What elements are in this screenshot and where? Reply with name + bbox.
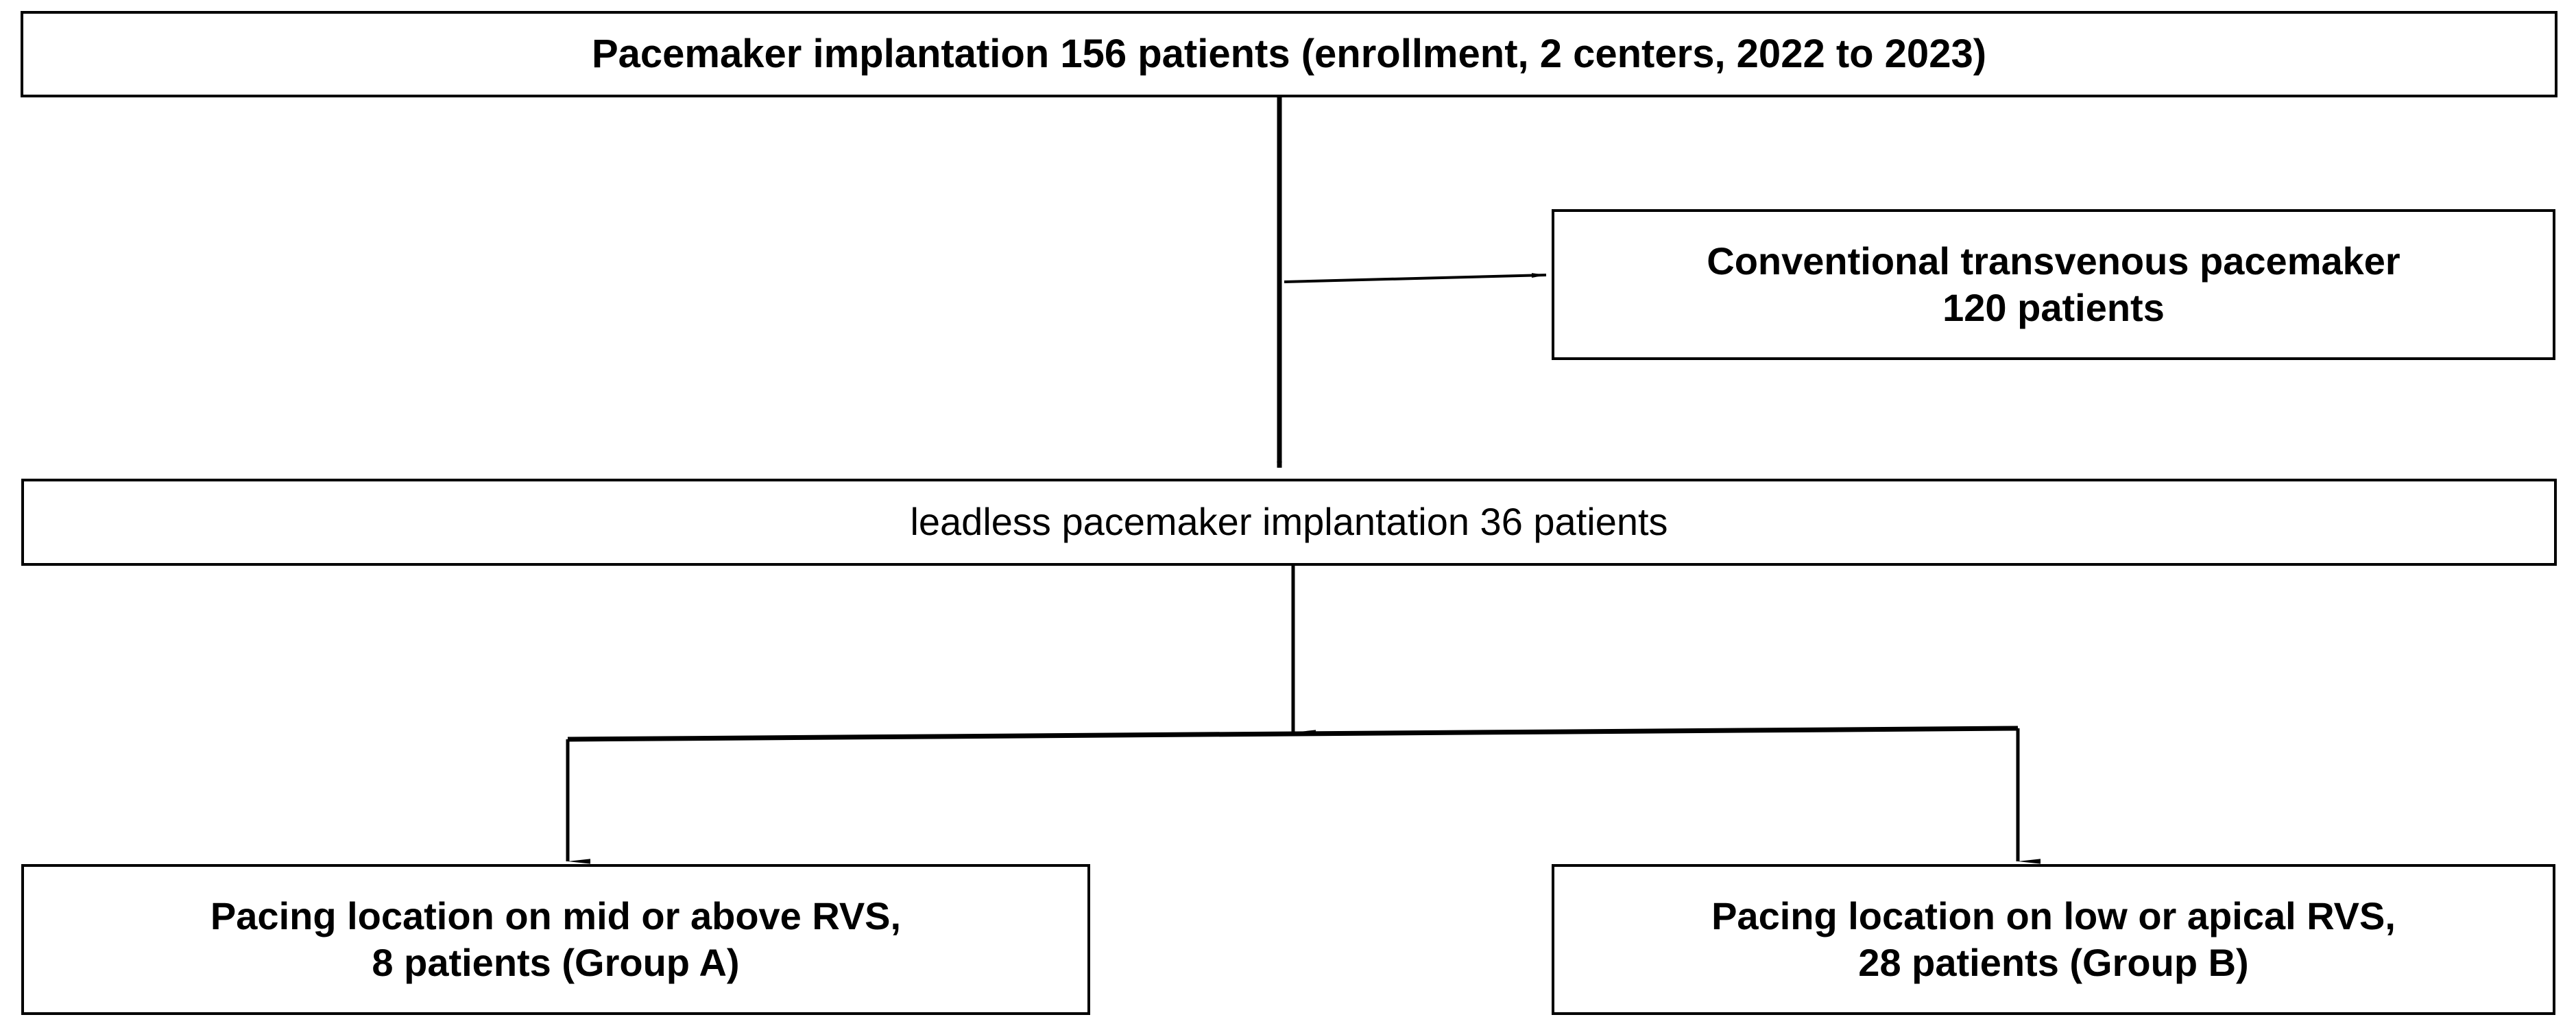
node-group-b: Pacing location on low or apical RVS, 28…	[1552, 864, 2555, 1015]
edge-enrollment-to-conventional	[1284, 273, 1547, 283]
node-conventional-transvenous-pacemaker: Conventional transvenous pacemaker 120 p…	[1552, 209, 2555, 360]
node-enrollment: Pacemaker implantation 156 patients (enr…	[21, 11, 2557, 97]
node-group-a: Pacing location on mid or above RVS, 8 p…	[21, 864, 1090, 1015]
node-leadless-pacemaker-implantation: leadless pacemaker implantation 36 patie…	[21, 479, 2557, 566]
split-bar	[567, 726, 2019, 742]
